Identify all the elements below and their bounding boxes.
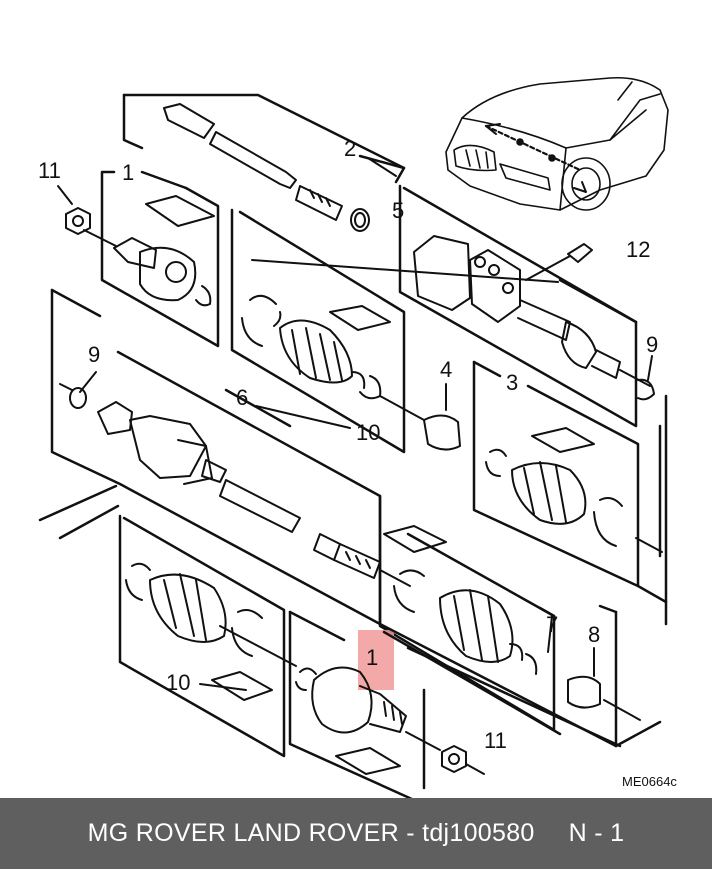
nut-11-top — [57, 185, 91, 235]
callout-5: 5 — [392, 198, 404, 223]
callout-3: 3 — [506, 370, 518, 395]
callout-highlight-box — [358, 630, 394, 690]
callout-9-right: 9 — [646, 332, 658, 357]
callout-labels: 1 2 3 4 5 6 7 8 9 9 10 10 11 11 12 1 ME0… — [38, 136, 677, 789]
callout-1-highlighted: 1 — [366, 645, 378, 670]
callout-4: 4 — [440, 357, 452, 382]
footer-brands-part-number: MG ROVER LAND ROVER - tdj100580 — [87, 819, 535, 847]
boot-kit-upper — [241, 294, 425, 421]
boot-kit-right — [423, 378, 663, 553]
callout-leader-ticks — [79, 157, 653, 691]
footer-bar: MG ROVER LAND ROVER - tdj100580 N - 1 — [0, 798, 712, 869]
outer-cv-joint-part — [83, 195, 215, 307]
callout-9-left: 9 — [88, 342, 100, 367]
callout-11-bottom: 11 — [484, 728, 507, 753]
bearing-bracket-part — [413, 235, 651, 387]
callout-6: 6 — [236, 385, 248, 410]
group-7-outline — [378, 494, 556, 732]
group-1-lower-outline — [288, 610, 426, 798]
group-6-outline — [50, 288, 382, 626]
group-3-outline — [472, 360, 640, 588]
group-10-upper-outline — [230, 208, 406, 454]
assembly-leader-lines — [38, 394, 668, 748]
callout-2: 2 — [344, 136, 356, 161]
inner-shaft-part — [59, 383, 411, 587]
group-1-top-outline — [100, 170, 220, 348]
callout-1-top: 1 — [122, 160, 134, 185]
callout-11-top: 11 — [38, 158, 61, 183]
outer-cv-joint-lower — [295, 666, 485, 775]
callout-10-upper: 10 — [356, 420, 380, 445]
callout-8: 8 — [588, 622, 600, 647]
callout-10-lower: 10 — [166, 670, 190, 695]
car-inset-illustration — [445, 76, 669, 211]
footer-quantity: N - 1 — [568, 819, 625, 847]
intermediate-shaft-part — [163, 103, 370, 232]
group-5-outline — [398, 184, 638, 428]
boot-kit-lower-left — [125, 562, 297, 701]
drawing-code: ME0664c — [622, 774, 677, 789]
callout-7: 7 — [546, 612, 558, 637]
exploded-driveshaft-diagram: 1 2 3 4 5 6 7 8 9 9 10 10 11 11 12 1 ME0… — [38, 76, 677, 798]
boot-kit-lower-right — [383, 525, 641, 721]
group-10-lower-outline — [118, 514, 286, 758]
callout-12: 12 — [626, 237, 650, 262]
